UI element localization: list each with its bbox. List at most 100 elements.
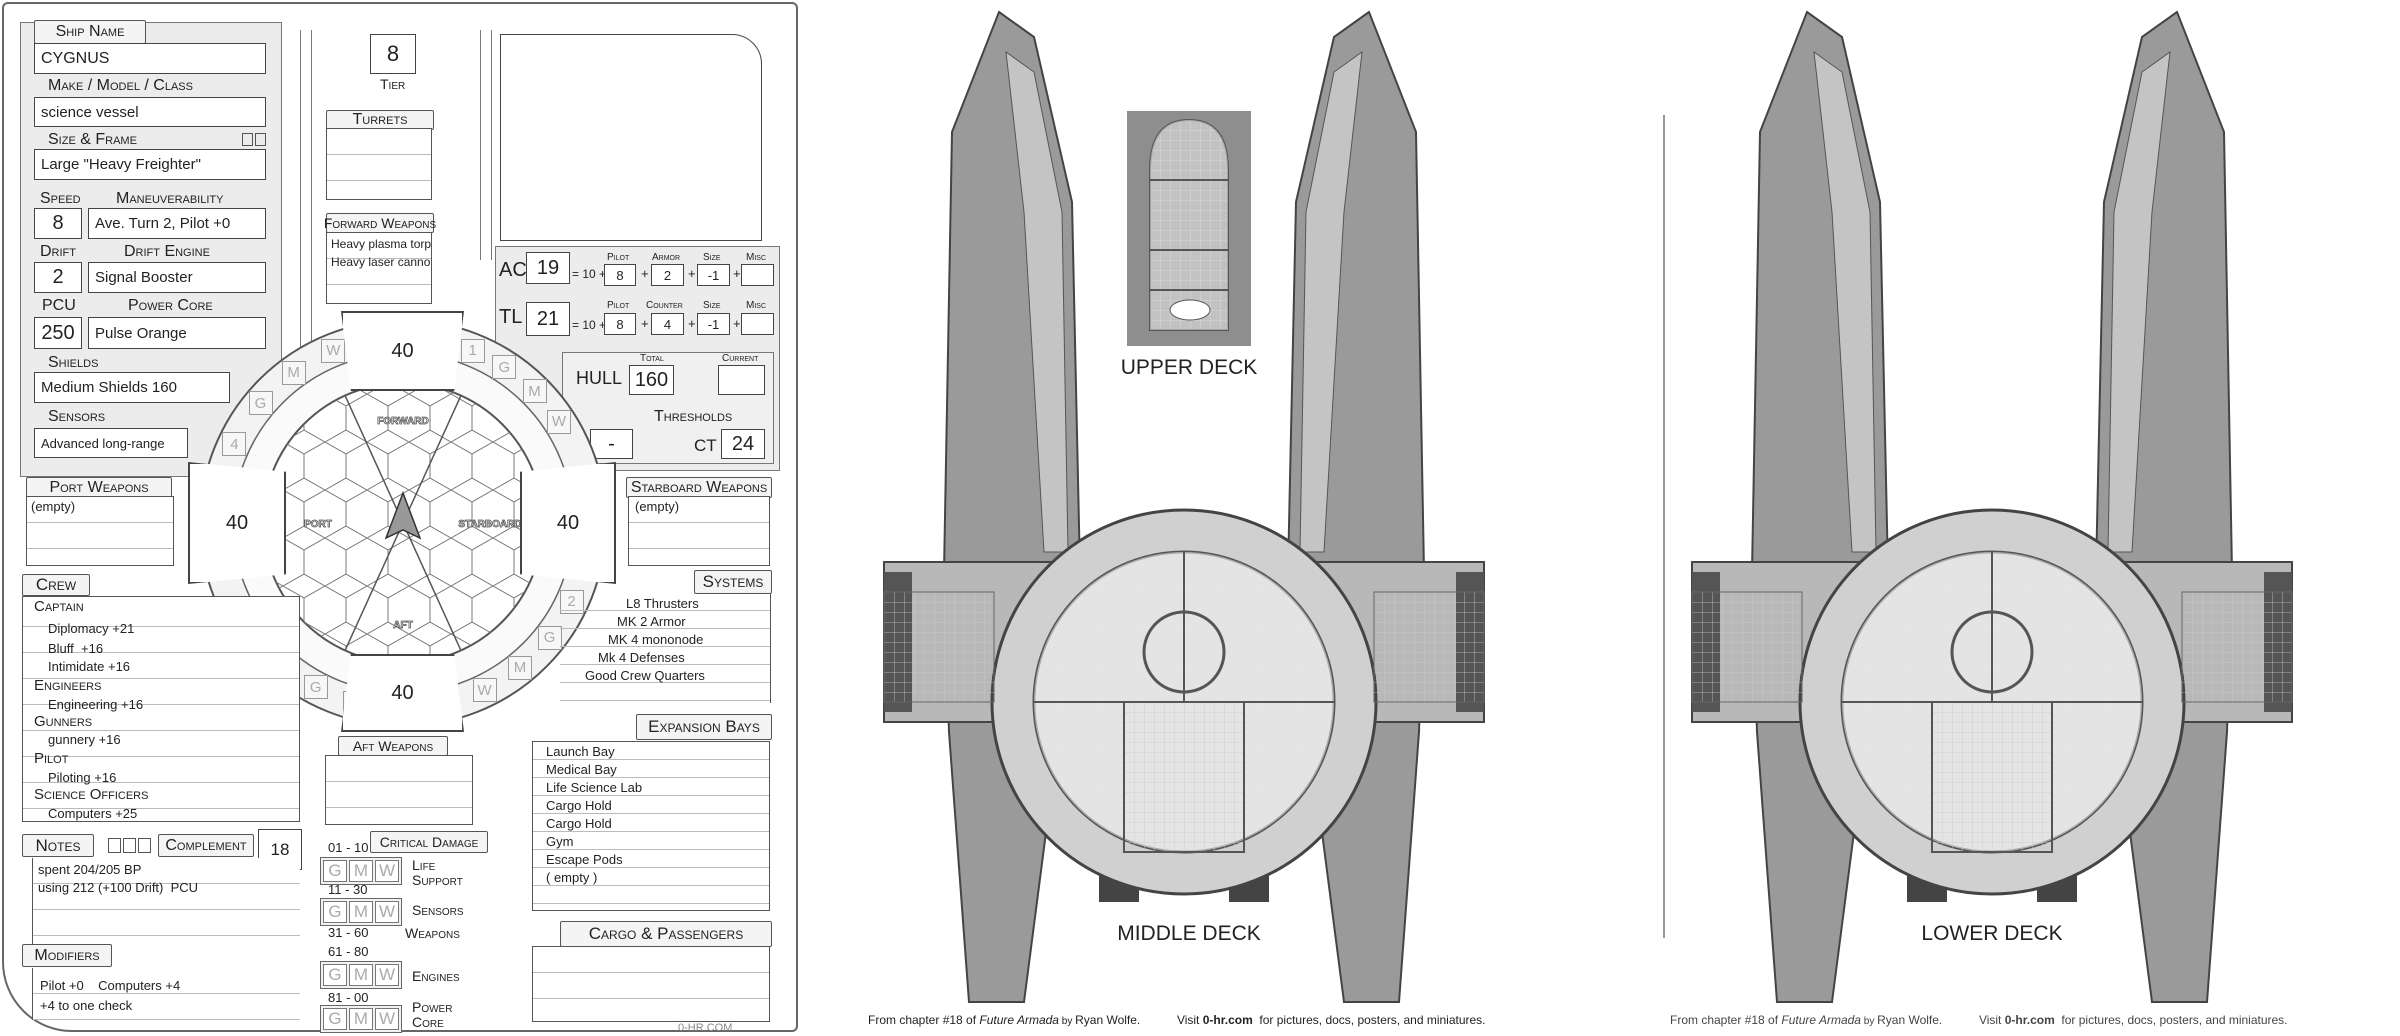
- ac-pilot-field[interactable]: 8: [604, 264, 636, 286]
- caption-site-link[interactable]: 0-hr.com: [1202, 1013, 1253, 1027]
- systems-label: Systems: [694, 570, 772, 594]
- cargo-field[interactable]: [532, 946, 770, 1022]
- tier-label: Tier: [380, 76, 406, 92]
- glitching-box[interactable]: G: [323, 901, 347, 923]
- maneuver-field[interactable]: Ave. Turn 2, Pilot +0: [88, 208, 266, 239]
- lower-deck-label: LOWER DECK: [1921, 922, 2063, 945]
- crew-role: Science Officers: [34, 786, 149, 803]
- system-item: Good Crew Quarters: [585, 668, 705, 683]
- crew-role: Captain: [34, 598, 84, 615]
- malfunctioning-box[interactable]: M: [281, 360, 306, 385]
- quadrant-number: 1: [460, 338, 485, 363]
- drift-label: Drift: [40, 243, 76, 260]
- system-item: MK 2 Armor: [617, 614, 686, 629]
- checkbox[interactable]: [242, 133, 253, 146]
- malfunctioning-box[interactable]: M: [349, 1008, 373, 1030]
- plus: +: [733, 266, 741, 281]
- size-checkboxes[interactable]: [242, 133, 266, 146]
- aft-weapons-field[interactable]: [325, 755, 473, 825]
- glitching-box[interactable]: G: [323, 1008, 347, 1030]
- forward-weapon-item: Heavy laser cannon: [331, 255, 432, 269]
- plus: +: [688, 266, 696, 281]
- arc-label-starboard: STARBOARD: [458, 519, 521, 530]
- crew-field[interactable]: [22, 596, 300, 822]
- ac-field[interactable]: 19: [526, 252, 570, 284]
- malfunctioning-box[interactable]: M: [349, 901, 373, 923]
- size-field[interactable]: Large "Heavy Freighter": [34, 149, 266, 180]
- wrecked-box[interactable]: W: [321, 338, 346, 363]
- caption-by: by: [1860, 1016, 1878, 1027]
- lower-deck-ship-plan: [1690, 10, 2294, 1004]
- glitching-box[interactable]: G: [323, 964, 347, 986]
- glitching-box[interactable]: G: [248, 391, 273, 416]
- ac-misc-field[interactable]: [741, 264, 774, 286]
- port-weapons-field[interactable]: (empty): [26, 496, 174, 566]
- power-core-field[interactable]: Pulse Orange: [88, 317, 266, 349]
- wrecked-box[interactable]: W: [375, 1008, 399, 1030]
- drift-field[interactable]: 2: [34, 262, 82, 293]
- make-field[interactable]: science vessel: [34, 97, 266, 127]
- checkbox[interactable]: [255, 133, 266, 146]
- glitching-box[interactable]: G: [492, 355, 517, 379]
- aft-shield-field[interactable]: 40: [341, 654, 464, 732]
- turrets-field[interactable]: [326, 128, 432, 200]
- malfunctioning-box[interactable]: M: [349, 964, 373, 986]
- tl-size-field[interactable]: -1: [697, 313, 730, 335]
- crew-skill: Bluff +16: [48, 641, 104, 656]
- center-rail: [300, 30, 312, 450]
- ac-armor-field[interactable]: 2: [651, 264, 684, 286]
- shields-field[interactable]: Medium Shields 160: [34, 372, 230, 403]
- tl-field[interactable]: 21: [526, 302, 570, 336]
- sensors-field[interactable]: Advanced long-range: [34, 428, 188, 458]
- tl-pilot-field[interactable]: 8: [604, 313, 636, 335]
- size-label: Size & Frame: [48, 131, 137, 148]
- modifiers-line: +4 to one check: [40, 998, 133, 1013]
- malfunctioning-box[interactable]: M: [508, 655, 533, 680]
- hull-current-field[interactable]: [718, 365, 765, 395]
- bay-item: Gym: [546, 834, 574, 849]
- modifiers-field[interactable]: [32, 968, 300, 1020]
- wrecked-box[interactable]: W: [375, 860, 399, 882]
- notes-checkboxes[interactable]: [108, 838, 151, 853]
- caption-author: Ryan Wolfe.: [1075, 1013, 1141, 1027]
- glitching-box[interactable]: G: [303, 675, 328, 700]
- wrecked-box[interactable]: W: [472, 678, 497, 703]
- malfunctioning-box[interactable]: M: [522, 379, 547, 404]
- systems-field[interactable]: [560, 593, 771, 703]
- malfunctioning-box[interactable]: M: [349, 860, 373, 882]
- tier-field[interactable]: 8: [370, 34, 416, 74]
- checkbox[interactable]: [123, 838, 136, 853]
- wrecked-box[interactable]: W: [546, 409, 571, 434]
- drift-engine-field[interactable]: Signal Booster: [88, 262, 266, 293]
- ship-name-label: Ship Name: [34, 20, 146, 44]
- checkbox[interactable]: [108, 838, 121, 853]
- caption-site-link[interactable]: 0-hr.com: [2004, 1013, 2055, 1027]
- wrecked-box[interactable]: W: [375, 964, 399, 986]
- starboard-weapons-field[interactable]: (empty): [628, 496, 770, 566]
- speed-field[interactable]: 8: [34, 208, 82, 239]
- ct-field[interactable]: 24: [721, 429, 765, 459]
- wrecked-box[interactable]: W: [375, 901, 399, 923]
- system-item: L8 Thrusters: [626, 596, 699, 611]
- glitching-box[interactable]: G: [323, 860, 347, 882]
- tl-misc-field[interactable]: [741, 313, 774, 335]
- forward-weapons-field[interactable]: Heavy plasma torpedo lau Heavy laser can…: [326, 232, 432, 304]
- crew-role: Pilot: [34, 750, 69, 767]
- pcu-field[interactable]: 250: [34, 317, 82, 349]
- caption-rest: for pictures, docs, posters, and miniatu…: [1252, 1013, 1486, 1027]
- plus: +: [641, 316, 649, 331]
- notes-field[interactable]: [32, 858, 300, 948]
- shields-label: Shields: [48, 354, 99, 371]
- checkbox[interactable]: [138, 838, 151, 853]
- hull-total-field[interactable]: 160: [629, 365, 674, 395]
- ship-name-field[interactable]: CYGNUS: [34, 43, 266, 74]
- arc-label-aft: AFT: [393, 620, 412, 631]
- tl-counter-field[interactable]: 4: [651, 313, 684, 335]
- expansion-bays-field[interactable]: [532, 741, 770, 911]
- ac-size-field[interactable]: -1: [697, 264, 730, 286]
- thresholds-label: Thresholds: [654, 408, 733, 425]
